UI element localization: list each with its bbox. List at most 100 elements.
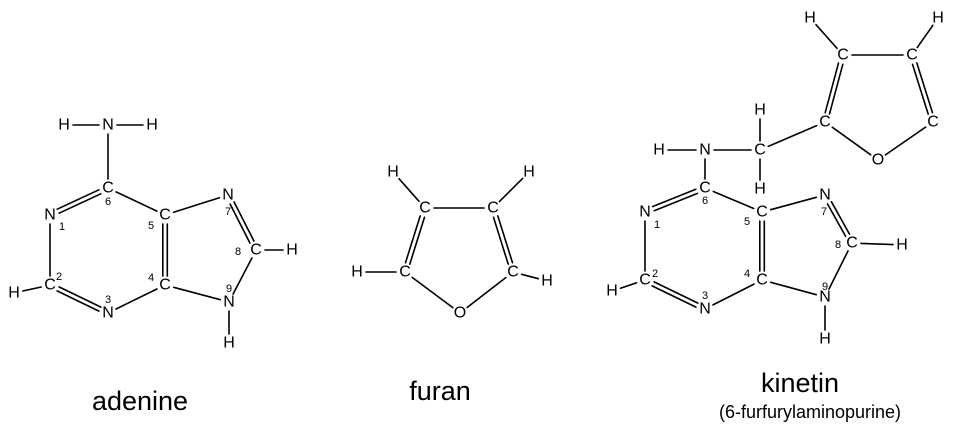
kinetin-atom-h9: H — [819, 331, 831, 348]
kinetin-bond-c2-h2 — [619, 281, 638, 290]
furan-atom-o: O — [454, 305, 466, 322]
kinetin-position-number-7: 7 — [821, 206, 827, 218]
kinetin-bond-cf3-hf3 — [815, 23, 838, 50]
furan-atom-hd: H — [541, 273, 553, 290]
kinetin-atom-c6: C — [699, 180, 711, 197]
caption-adenine: adenine — [92, 386, 188, 416]
adenine-atom-c5: C — [159, 207, 171, 224]
caption-layer: adenine furan kinetin (6-furfurylaminopu… — [92, 368, 901, 422]
furan-atom-ca: C — [419, 200, 431, 217]
caption-kinetin: kinetin — [761, 368, 839, 398]
kinetin-bond-c8-n9 — [828, 250, 849, 290]
adenine-atom-c4: C — [159, 277, 171, 294]
kinetin-bond-c2-n3-b — [653, 281, 699, 304]
adenine-atom-c8: C — [250, 242, 262, 259]
kinetin-atom-hf4: H — [932, 10, 944, 27]
bond-layer — [21, 23, 934, 335]
kinetin-bond-n3-c4 — [712, 283, 755, 306]
kinetin-position-number-1: 1 — [654, 219, 660, 231]
adenine-bond-c6-n1-b — [58, 193, 102, 214]
kinetin-bond-c6-c5 — [712, 190, 755, 210]
kinetin-bond-of-cf2 — [831, 126, 872, 156]
kinetin-bond-c8-h8 — [860, 242, 894, 246]
kinetin-atom-n1: N — [639, 204, 651, 221]
kinetin-atom-cf3: C — [837, 47, 849, 64]
furan-atom-hc: H — [351, 264, 363, 281]
kinetin-atom-c2: C — [639, 272, 651, 289]
adenine-position-number-6: 6 — [105, 196, 111, 208]
adenine-bond-c6-c5 — [115, 191, 158, 212]
kinetin-atom-cf5: C — [927, 114, 939, 131]
furan-atom-cb: C — [487, 200, 499, 217]
furan-bond-cc-o — [411, 276, 454, 309]
kinetin-position-number-5: 5 — [744, 216, 750, 228]
kinetin-atom-c5: C — [756, 204, 768, 221]
kinetin-atom-cf4: C — [906, 47, 918, 64]
adenine-atom-n6: N — [102, 117, 114, 134]
kinetin-bond-n9-c4 — [769, 281, 818, 296]
adenine-bond-c5-n7 — [172, 196, 221, 214]
kinetin-bond-cf4-cf5-b — [915, 62, 934, 114]
adenine-position-number-5: 5 — [148, 220, 154, 232]
adenine-bond-c8-n9 — [232, 257, 253, 295]
furan-bond-hb-cb — [498, 177, 524, 203]
adenine-position-number-2: 2 — [56, 271, 62, 283]
caption-furan: furan — [409, 376, 471, 406]
furan-atom-ha: H — [387, 164, 399, 181]
kinetin-atom-of: O — [872, 152, 884, 169]
kinetin-bond-c2-n3-a — [651, 285, 697, 308]
kinetin-atom-h8: H — [896, 237, 908, 254]
kinetin-bond-n7-c8-b — [830, 200, 851, 235]
adenine-atom-c6: C — [102, 180, 114, 197]
furan-bond-ca-cc-b — [408, 216, 426, 265]
adenine-position-number-9: 9 — [226, 283, 232, 295]
furan-atom-cd: C — [507, 264, 519, 281]
kinetin-atom-h6: H — [653, 142, 665, 159]
adenine-atom-n3: N — [102, 305, 114, 322]
adenine-atom-h8: H — [286, 242, 298, 259]
kinetin-atom-hf3: H — [804, 10, 816, 27]
kinetin-atom-n3: N — [699, 301, 711, 318]
adenine-position-number-1: 1 — [59, 221, 65, 233]
furan-bond-cd-o — [466, 276, 507, 309]
kinetin-atom-h2: H — [606, 283, 618, 300]
kinetin-position-number-4: 4 — [744, 268, 750, 280]
kinetin-bond-cf4-hf4 — [916, 24, 934, 49]
adenine-bond-c2-n3-a — [56, 290, 100, 312]
adenine-atom-h9: H — [223, 335, 235, 352]
kinetin-atom-n7: N — [819, 187, 831, 204]
kinetin-bond-cf2-cf3-a — [828, 63, 844, 115]
adenine-atom-n1: N — [44, 207, 56, 224]
furan-bond-cb-cd-a — [492, 216, 510, 265]
kinetin-atom-cf2: C — [819, 114, 831, 131]
adenine-bond-c6-n1-a — [56, 189, 100, 210]
kinetin-atom-n9: N — [819, 289, 831, 306]
kinetin-position-number-3: 3 — [702, 290, 708, 302]
adenine-position-number-7: 7 — [225, 206, 231, 218]
kinetin-bond-cf5-of — [884, 126, 927, 156]
furan-bond-cb-cd-b — [496, 215, 514, 264]
kinetin-bond-cf4-cf5-a — [911, 63, 930, 115]
kinetin-position-number-9: 9 — [822, 281, 828, 293]
kinetin-bond-c6-n1-a — [651, 188, 697, 208]
kinetin-position-number-8: 8 — [835, 239, 841, 251]
kinetin-position-number-6: 6 — [702, 195, 708, 207]
kinetin-bond-cf2-cf3-b — [824, 62, 840, 114]
adenine-atom-n7: N — [222, 187, 234, 204]
adenine-atom-h6a: H — [58, 117, 70, 134]
adenine-bond-c2-h2 — [21, 286, 43, 292]
furan-bond-ca-cc-a — [404, 215, 422, 264]
subcaption-kinetin: (6-furfurylaminopurine) — [719, 402, 901, 422]
kinetin-atom-hm1: H — [754, 102, 766, 119]
kinetin-bond-ch2-cf2 — [767, 124, 818, 148]
adenine-position-number-3: 3 — [105, 294, 111, 306]
kinetin-bond-c5-n7 — [769, 196, 818, 211]
kinetin-atom-ch2: C — [754, 142, 766, 159]
adenine-atom-h6b: H — [146, 117, 158, 134]
adenine-atom-n9: N — [223, 294, 235, 311]
adenine-bond-n7-c8-a — [229, 203, 251, 244]
kinetin-atom-c8: C — [846, 235, 858, 252]
adenine-bond-n3-c4 — [115, 288, 158, 310]
